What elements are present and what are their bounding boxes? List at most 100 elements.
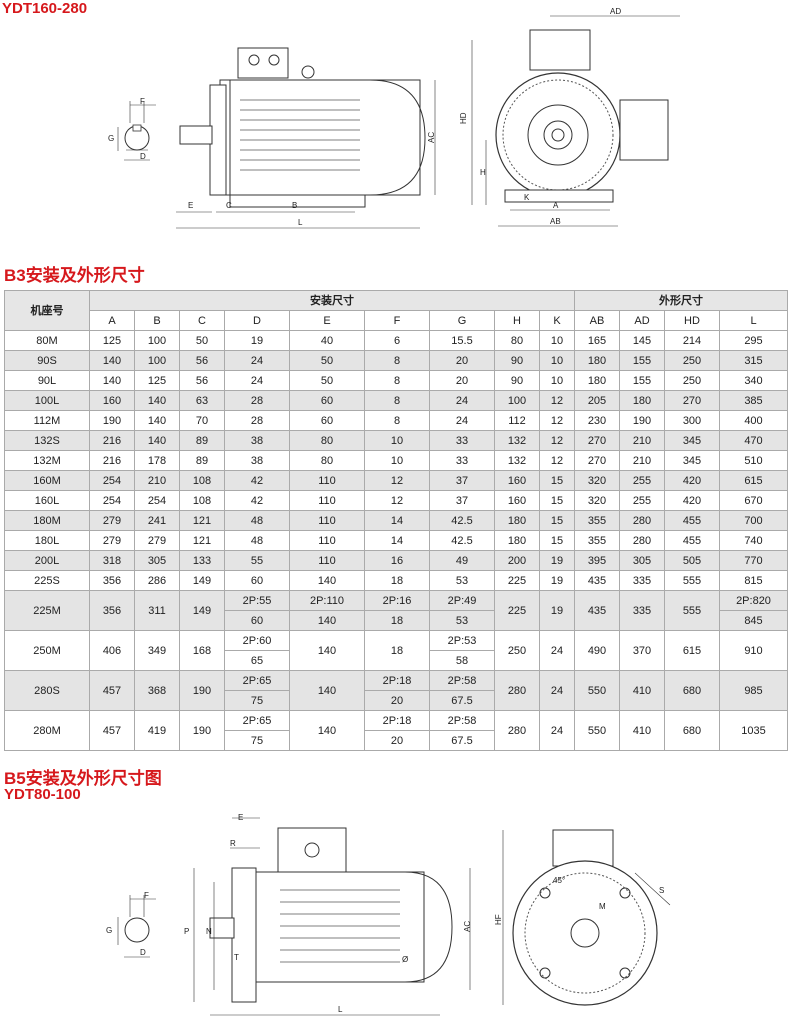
cell-value: 8 — [364, 370, 430, 391]
dim-label-A: A — [553, 201, 559, 210]
b5-dim-label-HF: HF — [494, 914, 503, 925]
cell-value: 2P:55 — [224, 590, 290, 611]
cell-value: 160 — [494, 470, 540, 491]
cell-frame: 160M — [4, 470, 90, 491]
cell-value: 505 — [664, 550, 720, 571]
cell-value: 615 — [719, 470, 788, 491]
cell-value: 8 — [364, 350, 430, 371]
b5-dim-label-R: R — [230, 839, 236, 848]
cell-value: 190 — [179, 710, 225, 751]
cell-value: 680 — [664, 670, 720, 711]
cell-value: 420 — [664, 490, 720, 511]
cell-value: 10 — [539, 370, 575, 391]
table-subheader-row: A B C D E F G H K AB AD HD L — [5, 310, 788, 331]
cell-value: 12 — [539, 450, 575, 471]
cell-value: 168 — [179, 630, 225, 671]
cell-value: 254 — [89, 490, 135, 511]
cell-value: 42.5 — [429, 530, 495, 551]
cell-value: 140 — [134, 390, 180, 411]
cell-frame: 132M — [4, 450, 90, 471]
cell-value: 19 — [539, 570, 575, 591]
cell-value: 149 — [179, 570, 225, 591]
cell-value: 12 — [539, 410, 575, 431]
b5-section-title: B5安装及外形尺寸图 — [4, 769, 162, 788]
cell-value: 48 — [224, 530, 290, 551]
cell-frame: 180L — [4, 530, 90, 551]
cell-value: 90 — [494, 370, 540, 391]
cell-frame: 250M — [4, 630, 90, 671]
cell-value: 349 — [134, 630, 180, 671]
cell-value: 280 — [494, 710, 540, 751]
cell-value: 555 — [664, 570, 720, 591]
cell-value: 48 — [224, 510, 290, 531]
cell-value: 190 — [619, 410, 665, 431]
dim-label-E: E — [188, 201, 193, 210]
cell-value: 67.5 — [429, 690, 495, 711]
cell-frame: 180M — [4, 510, 90, 531]
cell-value: 230 — [574, 410, 620, 431]
cell-value: 410 — [619, 710, 665, 751]
cell-value: 80 — [289, 430, 365, 451]
cell-value: 740 — [719, 530, 788, 551]
cell-value: 410 — [619, 670, 665, 711]
cell-value: 470 — [719, 430, 788, 451]
cell-value: 42.5 — [429, 510, 495, 531]
cell-value: 12 — [539, 430, 575, 451]
cell-value: 250 — [664, 370, 720, 391]
cell-value: 210 — [134, 470, 180, 491]
cell-value: 178 — [134, 450, 180, 471]
cell-value: 75 — [224, 690, 290, 711]
cell-value: 24 — [429, 410, 495, 431]
cell-value: 180 — [574, 370, 620, 391]
cell-value: 60 — [224, 610, 290, 631]
cell-value: 110 — [289, 550, 365, 571]
cell-value: 140 — [289, 610, 365, 631]
cell-value: 56 — [179, 350, 225, 371]
cell-value: 112 — [494, 410, 540, 431]
cell-value: 125 — [134, 370, 180, 391]
cell-value: 2P:18 — [364, 710, 430, 731]
col-C: C — [179, 310, 225, 331]
cell-value: 140 — [134, 410, 180, 431]
cell-value: 20 — [429, 350, 495, 371]
cell-value: 555 — [664, 590, 720, 631]
cell-value: 37 — [429, 490, 495, 511]
cell-value: 132 — [494, 450, 540, 471]
cell-frame: 80M — [4, 330, 90, 351]
cell-value: 180 — [494, 510, 540, 531]
cell-value: 279 — [134, 530, 180, 551]
b5-dim-label-M: M — [599, 902, 606, 911]
b5-dim-label-angle: 45° — [553, 876, 565, 885]
b3-shaft-end-drawing: F G D — [108, 97, 156, 161]
cell-value: 16 — [364, 550, 430, 571]
cell-value: 80 — [494, 330, 540, 351]
b5-dim-label-phi: Ø — [402, 955, 408, 964]
cell-value: 770 — [719, 550, 788, 571]
col-AB: AB — [574, 310, 620, 331]
cell-value: 2P:60 — [224, 630, 290, 651]
cell-value: 60 — [224, 570, 290, 591]
col-F: F — [364, 310, 430, 331]
cell-value: 180 — [619, 390, 665, 411]
cell-value: 254 — [134, 490, 180, 511]
cell-value: 18 — [364, 630, 430, 671]
cell-value: 110 — [289, 470, 365, 491]
cell-value: 335 — [619, 590, 665, 631]
cell-value: 355 — [574, 510, 620, 531]
cell-value: 89 — [179, 430, 225, 451]
cell-value: 457 — [89, 710, 135, 751]
cell-value: 210 — [619, 450, 665, 471]
b5-side-view-drawing: E R P N T Ø L AC — [184, 813, 472, 1016]
cell-value: 225 — [494, 590, 540, 631]
cell-value: 38 — [224, 450, 290, 471]
cell-value: 180 — [494, 530, 540, 551]
cell-value: 2P:65 — [224, 710, 290, 731]
